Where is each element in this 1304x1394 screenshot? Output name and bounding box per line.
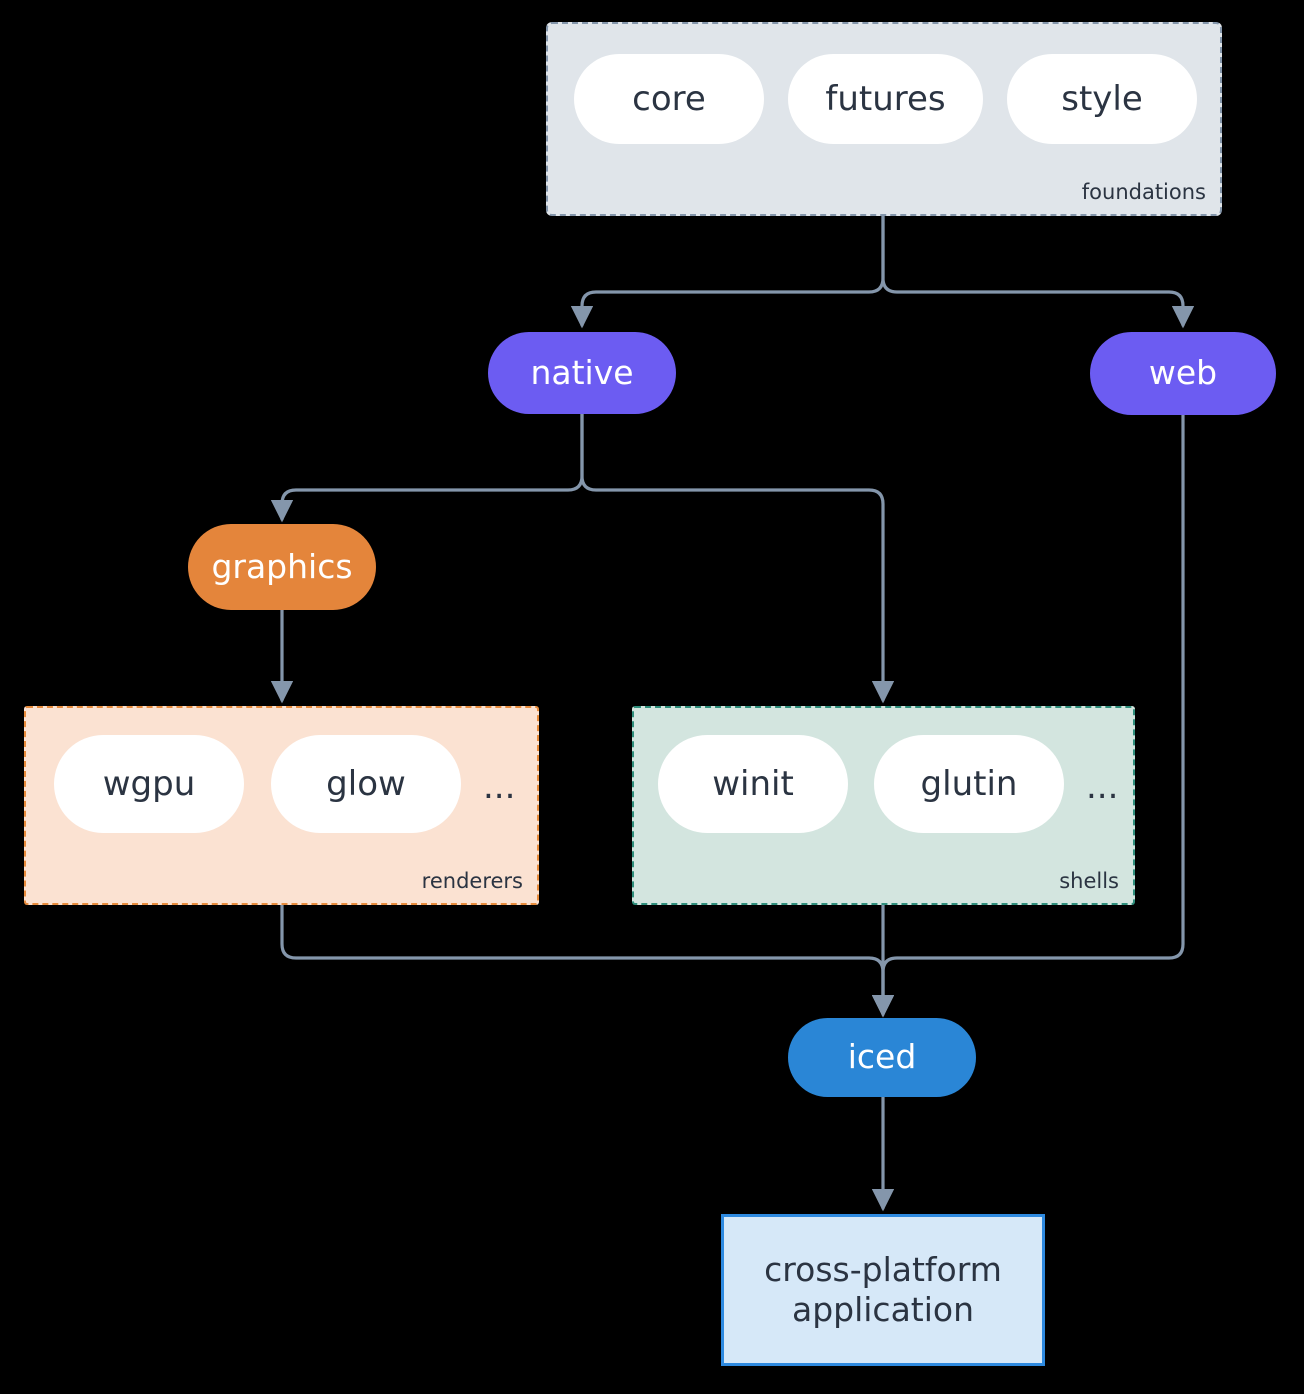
edge-native-graphics [270, 412, 584, 523]
pill-glutin-label: glutin [920, 764, 1018, 804]
node-iced-label: iced [847, 1037, 917, 1077]
node-graphics-label: graphics [211, 546, 353, 586]
cluster-renderers: wgpu glow ... renderers [24, 706, 539, 905]
cluster-renderers-label: renderers [421, 869, 523, 893]
node-web[interactable]: web [1090, 332, 1276, 415]
edge-renderers-iced [280, 903, 895, 1018]
edge-foundations-native [570, 214, 885, 329]
cluster-foundations: core futures style foundations [546, 22, 1222, 216]
pill-winit-label: winit [712, 764, 794, 804]
cluster-shells-label: shells [1059, 869, 1119, 893]
shells-ellipsis: ... [1086, 767, 1119, 807]
node-web-label: web [1148, 353, 1218, 393]
node-graphics[interactable]: graphics [188, 524, 376, 610]
pill-core-label: core [632, 79, 706, 119]
cluster-foundations-label: foundations [1081, 180, 1206, 204]
pill-wgpu[interactable]: wgpu [54, 735, 244, 833]
pill-style-label: style [1061, 79, 1143, 119]
application-label-line1: cross-platform [764, 1249, 1002, 1289]
pill-futures-label: futures [825, 79, 946, 119]
pill-glutin[interactable]: glutin [874, 735, 1064, 833]
pill-style[interactable]: style [1007, 54, 1197, 144]
pill-futures[interactable]: futures [788, 54, 983, 144]
edge-foundations-web [881, 214, 1195, 329]
pill-core[interactable]: core [574, 54, 764, 144]
node-cross-platform-application[interactable]: cross-platform application [721, 1214, 1045, 1366]
application-label-line2: application [791, 1290, 975, 1329]
pill-glow[interactable]: glow [271, 735, 461, 833]
pill-glow-label: glow [326, 764, 406, 804]
pill-winit[interactable]: winit [658, 735, 848, 833]
node-native[interactable]: native [488, 332, 676, 414]
node-iced[interactable]: iced [788, 1018, 976, 1097]
pill-wgpu-label: wgpu [102, 764, 196, 804]
node-native-label: native [530, 352, 634, 392]
edge-native-shells [580, 412, 895, 704]
renderers-ellipsis: ... [483, 767, 516, 807]
cluster-shells: winit glutin ... shells [632, 706, 1135, 905]
